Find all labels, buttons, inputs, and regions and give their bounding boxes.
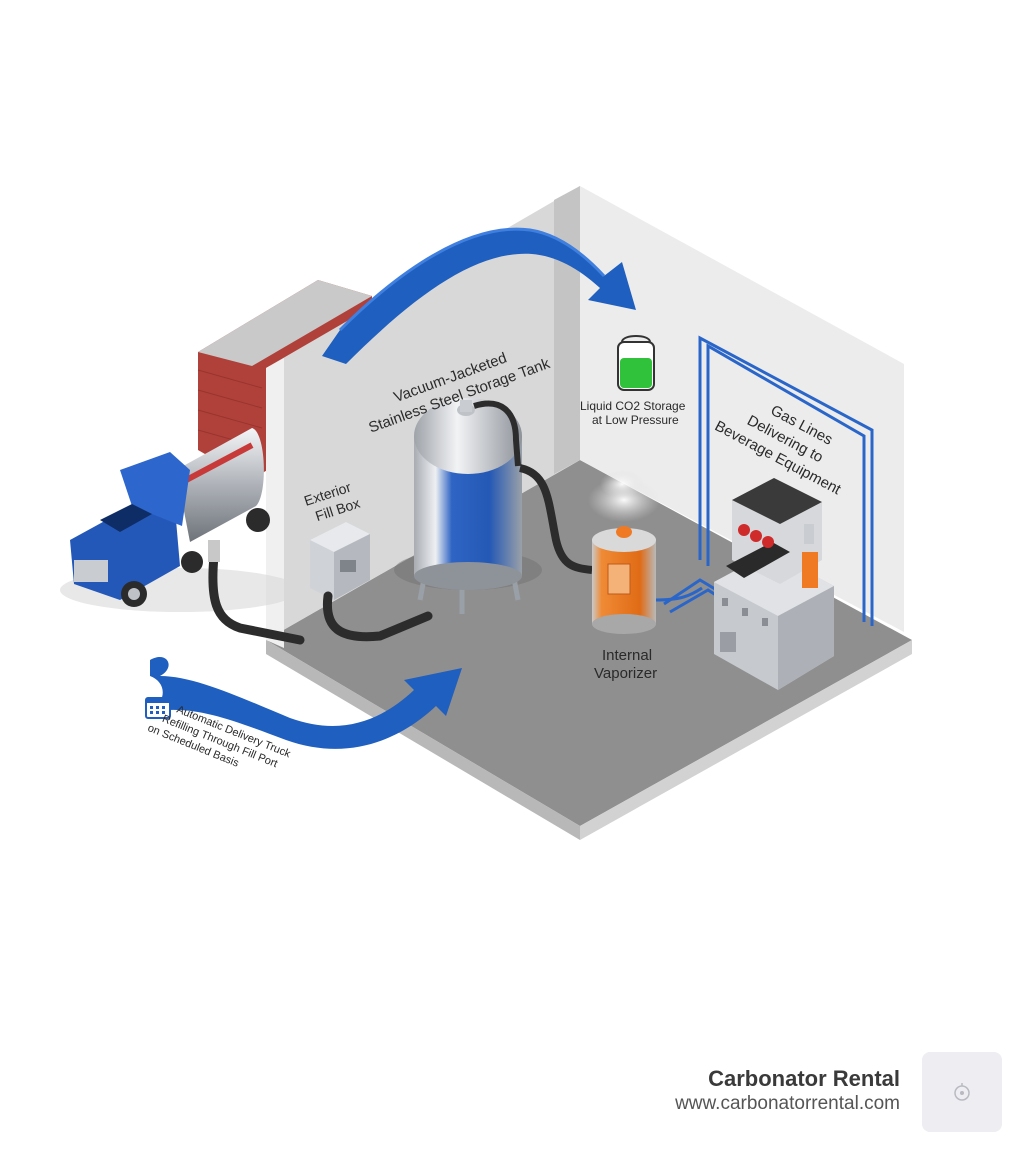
brand-block: Carbonator Rental www.carbonatorrental.c… (675, 1066, 900, 1116)
vaporizer-label-line1: Internal (602, 647, 652, 664)
storage-tank (394, 398, 542, 614)
calendar-icon (145, 697, 171, 719)
tank-top-line (473, 400, 521, 467)
logo-icon (954, 1083, 970, 1101)
fill-hose (208, 551, 305, 645)
beverage-equipment (714, 478, 834, 690)
brand-name: Carbonator Rental (708, 1066, 900, 1091)
vaporizer-label-line2: Vaporizer (594, 665, 657, 682)
liquid-storage-label-line1: Liquid CO2 Storage (580, 399, 686, 413)
label-liquid-storage: Liquid CO2 Storage at Low Pressure (580, 399, 686, 427)
liquid-storage-label-line2: at Low Pressure (592, 413, 679, 427)
top-flow-arrow (322, 227, 636, 364)
tank-level-icon (617, 335, 655, 391)
vaporizer-feed-line (518, 464, 593, 574)
brand-url: www.carbonatorrental.com (675, 1093, 900, 1114)
internal-vaporizer (588, 470, 660, 634)
exterior-fill-box (310, 522, 370, 600)
tank-feed-hose (322, 591, 433, 642)
brand-logo-badge (922, 1052, 1002, 1132)
label-vaporizer: Internal Vaporizer (594, 647, 657, 682)
delivery-truck (60, 428, 300, 612)
vaporizer-outlet-line (655, 586, 703, 602)
bottom-flow-arrow (150, 657, 462, 749)
